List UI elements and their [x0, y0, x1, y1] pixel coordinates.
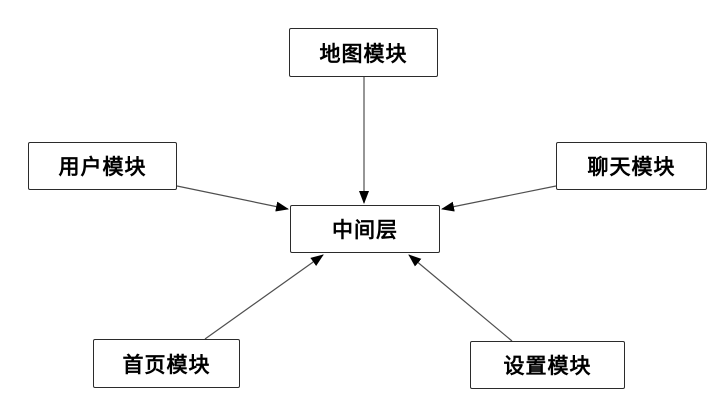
node-settings-module: 设置模块 [470, 341, 625, 389]
node-label: 中间层 [332, 219, 398, 242]
node-label: 聊天模块 [587, 156, 676, 179]
node-label: 首页模块 [122, 353, 211, 377]
node-label: 设置模块 [503, 355, 592, 378]
node-label: 地图模块 [319, 42, 408, 66]
node-home-module: 首页模块 [93, 339, 240, 388]
node-chat-module: 聊天模块 [556, 142, 707, 190]
edge-home-to-center [204, 254, 324, 340]
edge-user-to-center [176, 185, 289, 212]
edge-chat-to-center [441, 185, 557, 212]
edge-settings-to-center [408, 254, 513, 342]
node-middle-layer: 中间层 [290, 205, 440, 253]
node-label: 用户模块 [58, 156, 147, 179]
node-user-module: 用户模块 [28, 142, 177, 190]
node-map-module: 地图模块 [289, 28, 438, 77]
